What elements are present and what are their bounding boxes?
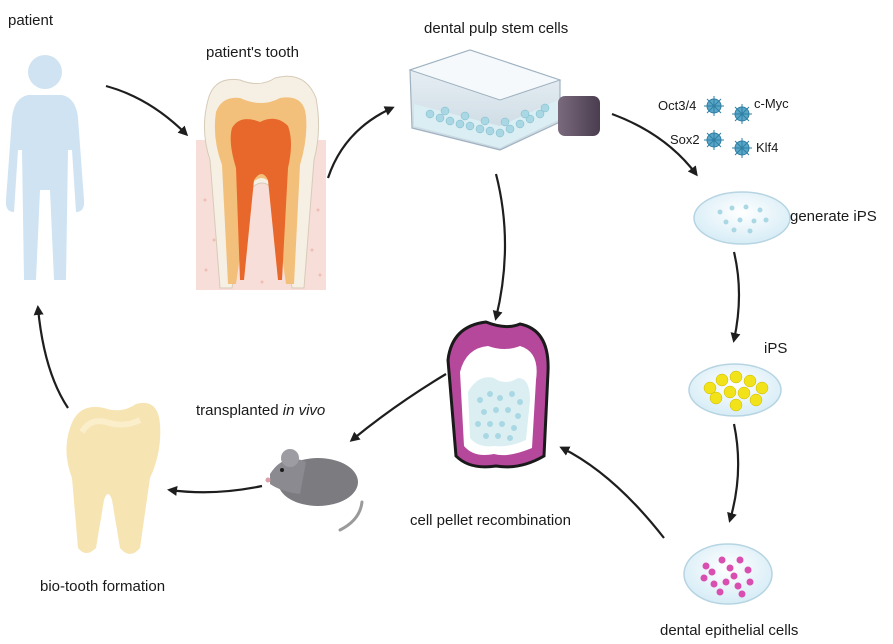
- label-generate-ips: generate iPS: [790, 208, 877, 225]
- label-oct: Oct3/4: [658, 98, 696, 113]
- arrow-mouse-to-biotooth: [170, 486, 262, 492]
- label-myc: c-Myc: [754, 96, 789, 111]
- label-dental-pulp-stem-cells: dental pulp stem cells: [424, 20, 568, 37]
- bio-tooth-illustration: [66, 403, 160, 554]
- label-sox: Sox2: [670, 132, 700, 147]
- label-patients-tooth: patient's tooth: [206, 44, 299, 61]
- cell-pellet: [448, 322, 548, 467]
- dish-ips: [689, 364, 781, 416]
- patients-tooth-illustration: [196, 76, 326, 290]
- arrow-epithelial-to-pellet: [562, 448, 664, 538]
- label-cell-pellet-recombination: cell pellet recombination: [410, 512, 571, 529]
- arrow-ips-to-epithelial: [730, 424, 738, 520]
- arrow-biotooth-to-patient: [38, 308, 68, 408]
- label-bio-tooth-formation: bio-tooth formation: [40, 578, 165, 595]
- culture-flask: [410, 50, 600, 150]
- arrow-pellet-to-mouse: [352, 374, 446, 440]
- arrow-flask-to-pellet: [496, 174, 505, 318]
- label-transplanted-text: transplanted: [196, 402, 283, 419]
- dish-generate-ips: [694, 192, 790, 244]
- label-patient: patient: [8, 12, 53, 29]
- label-klf: Klf4: [756, 140, 778, 155]
- factor-icons: [704, 96, 752, 158]
- label-ips: iPS: [764, 340, 787, 357]
- oct-factor-icon: [704, 96, 724, 116]
- patient-figure: [6, 55, 84, 280]
- label-in-vivo: in vivo: [283, 402, 326, 419]
- myc-factor-icon: [732, 104, 752, 124]
- sox-factor-icon: [704, 130, 724, 150]
- label-transplanted: transplanted in vivo: [196, 402, 325, 419]
- dish-epithelial: [684, 544, 772, 604]
- label-dental-epithelial-cells: dental epithelial cells: [660, 622, 798, 639]
- klf-factor-icon: [732, 138, 752, 158]
- arrow-patient-to-tooth: [106, 86, 186, 134]
- mouse-illustration: [266, 449, 363, 530]
- arrow-tooth-to-flask: [328, 108, 392, 178]
- arrow-dish-to-ips: [734, 252, 739, 340]
